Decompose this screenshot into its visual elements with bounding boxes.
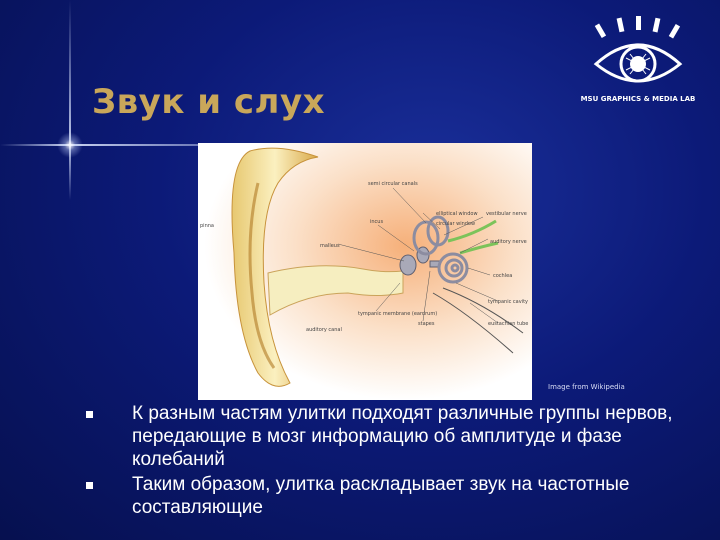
- bullet-item: К разным частям улитки подходят различны…: [84, 402, 704, 471]
- image-credit: Image from Wikipedia: [548, 383, 625, 391]
- square-bullet-icon: [86, 482, 93, 489]
- label-tympanic-cavity: tympanic cavity: [488, 299, 528, 305]
- label-circular-window: circular window: [436, 221, 475, 227]
- bullet-text: Таким образом, улитка раскладывает звук …: [132, 474, 630, 518]
- ear-anatomy-diagram: semi circular canals elliptical window c…: [198, 143, 532, 400]
- label-malleus: malleus: [320, 243, 340, 249]
- label-tympanic-membrane: tympanic membrane (eardrum): [358, 311, 437, 317]
- label-stapes: stapes: [418, 321, 435, 327]
- label-eustachian-tube: eustachian tube: [488, 321, 528, 327]
- label-incus: incus: [370, 219, 383, 225]
- logo-caption: MSU GRAPHICS & MEDIA LAB: [580, 95, 696, 103]
- bullet-text: К разным частям улитки подходят различны…: [132, 403, 673, 470]
- label-oval-window: elliptical window: [436, 211, 478, 217]
- label-semi-circular-canals: semi circular canals: [368, 181, 418, 187]
- label-vestibular-nerve: vestibular nerve: [486, 211, 527, 217]
- decorative-vertical-line: [69, 0, 71, 200]
- eye-logo-icon: [593, 16, 683, 83]
- square-bullet-icon: [86, 411, 93, 418]
- label-auditory-nerve: auditory nerve: [490, 239, 527, 245]
- slide-title: Звук и слух: [92, 82, 326, 122]
- bullet-item: Таким образом, улитка раскладывает звук …: [84, 473, 704, 519]
- label-pinna: pinna: [200, 223, 214, 229]
- label-auditory-canal: auditory canal: [306, 327, 342, 333]
- bullet-list: К разным частям улитки подходят различны…: [84, 402, 704, 521]
- label-cochlea: cochlea: [493, 273, 512, 279]
- decorative-horizontal-line: [0, 144, 340, 146]
- decorative-flare: [55, 130, 85, 160]
